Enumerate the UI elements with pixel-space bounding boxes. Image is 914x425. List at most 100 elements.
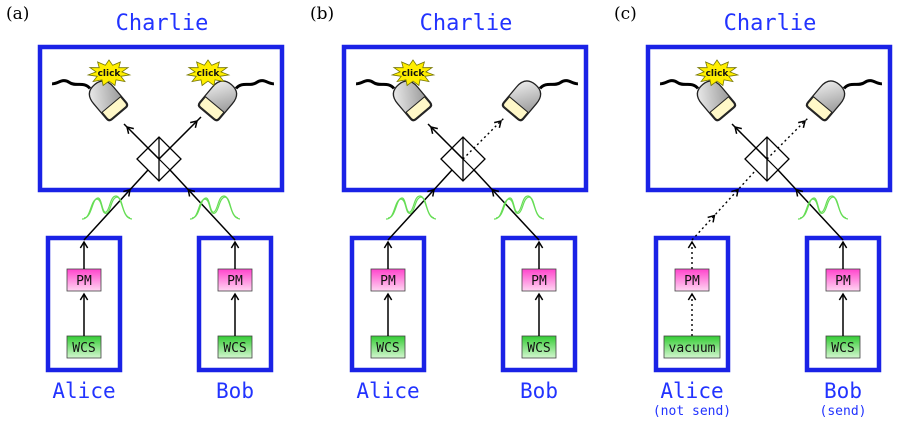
input-arrow-mid bbox=[707, 214, 716, 223]
detector-cable bbox=[659, 79, 700, 90]
output-arrow-left bbox=[429, 125, 438, 134]
sender-frame bbox=[804, 235, 882, 373]
detector-icon bbox=[197, 79, 275, 122]
detector-cable bbox=[51, 79, 92, 90]
phase-modulator-label: PM bbox=[76, 274, 92, 289]
exit-arrow bbox=[534, 240, 544, 249]
alice-label: Alice bbox=[356, 379, 419, 403]
detector-icon bbox=[51, 79, 129, 122]
phase-modulator-label: PM bbox=[227, 274, 243, 289]
charlie-station bbox=[341, 44, 589, 193]
input-arrow bbox=[187, 188, 196, 197]
internal-arrow bbox=[383, 292, 393, 301]
detector-window bbox=[199, 96, 225, 121]
output-beam-left bbox=[731, 123, 768, 160]
detector-cable bbox=[842, 79, 883, 90]
input-arrow bbox=[427, 188, 436, 197]
phase-modulator-label: PM bbox=[684, 274, 700, 289]
detector-window bbox=[405, 96, 431, 121]
detector-cable bbox=[538, 79, 579, 90]
detector-window bbox=[101, 96, 127, 121]
bob-label: Bob bbox=[520, 379, 558, 403]
alice-station: vacuum PM bbox=[653, 235, 731, 373]
click-star bbox=[694, 59, 740, 87]
charlie-label: Charlie bbox=[420, 11, 513, 36]
sender-frame bbox=[196, 235, 274, 373]
click-burst-icon: click bbox=[390, 59, 436, 87]
exit-arrow bbox=[687, 240, 697, 249]
detector-window bbox=[503, 96, 529, 121]
exit-arrow bbox=[838, 240, 848, 249]
output-arrow-right bbox=[190, 119, 199, 128]
panel-label: (a) bbox=[6, 4, 29, 24]
detector-cable bbox=[355, 79, 396, 90]
alice-station: WCS PM bbox=[349, 235, 427, 373]
sender-frame bbox=[653, 235, 731, 373]
charlie-label: Charlie bbox=[116, 11, 209, 36]
source-label: WCS bbox=[831, 341, 854, 356]
detector-window bbox=[807, 96, 833, 121]
input-beam bbox=[473, 169, 540, 241]
click-label: click bbox=[706, 69, 730, 79]
optical-pulse-icon-echo bbox=[385, 196, 437, 220]
sender-frame bbox=[45, 235, 123, 373]
detector-icon bbox=[355, 79, 433, 122]
source-label: vacuum bbox=[669, 341, 716, 356]
output-arrow-left bbox=[733, 125, 742, 134]
click-burst-icon: click bbox=[86, 59, 132, 87]
click-label: click bbox=[98, 69, 122, 79]
charlie-label: Charlie bbox=[724, 11, 817, 36]
output-arrow-right bbox=[798, 119, 807, 128]
panel-label: (c) bbox=[614, 4, 637, 24]
alice-label: Alice bbox=[52, 379, 115, 403]
click-burst-icon: click bbox=[185, 59, 231, 87]
click-label: click bbox=[197, 69, 221, 79]
bob-label: Bob bbox=[824, 379, 862, 403]
output-arrow-left bbox=[125, 125, 134, 134]
detector-icon bbox=[501, 79, 579, 122]
internal-arrow bbox=[687, 292, 697, 301]
detector-window bbox=[709, 96, 735, 121]
internal-arrow bbox=[534, 292, 544, 301]
internal-arrow bbox=[838, 292, 848, 301]
phase-modulator-label: PM bbox=[380, 274, 396, 289]
output-beam-left bbox=[427, 123, 464, 160]
detector-icon bbox=[659, 79, 737, 122]
output-beam-left bbox=[123, 123, 160, 160]
input-beam bbox=[691, 169, 757, 241]
internal-arrow bbox=[79, 292, 89, 301]
click-star bbox=[185, 59, 231, 87]
bob-label: Bob bbox=[216, 379, 254, 403]
sender-frame bbox=[349, 235, 427, 373]
internal-arrow bbox=[230, 292, 240, 301]
input-arrow bbox=[731, 188, 740, 197]
charlie-station bbox=[37, 44, 285, 193]
click-label: click bbox=[402, 69, 426, 79]
click-star bbox=[86, 59, 132, 87]
input-beam bbox=[777, 169, 844, 241]
output-beam-right bbox=[158, 116, 202, 160]
exit-arrow bbox=[79, 240, 89, 249]
bob-station: WCS PM bbox=[500, 235, 578, 373]
source-label: WCS bbox=[376, 341, 399, 356]
detector-cable bbox=[234, 79, 275, 90]
phase-modulator-label: PM bbox=[531, 274, 547, 289]
exit-arrow bbox=[383, 240, 393, 249]
optical-pulse-icon-echo bbox=[797, 196, 849, 220]
bob-status: (send) bbox=[820, 404, 867, 419]
alice-status: (not send) bbox=[653, 404, 731, 419]
exit-arrow bbox=[230, 240, 240, 249]
detector-icon bbox=[805, 79, 883, 122]
phase-modulator-label: PM bbox=[835, 274, 851, 289]
source-label: WCS bbox=[527, 341, 550, 356]
optical-pulse-icon-echo bbox=[493, 196, 545, 220]
sender-frame bbox=[500, 235, 578, 373]
optical-pulse-icon-echo bbox=[189, 196, 241, 220]
input-arrow bbox=[795, 188, 804, 197]
input-arrow bbox=[491, 188, 500, 197]
